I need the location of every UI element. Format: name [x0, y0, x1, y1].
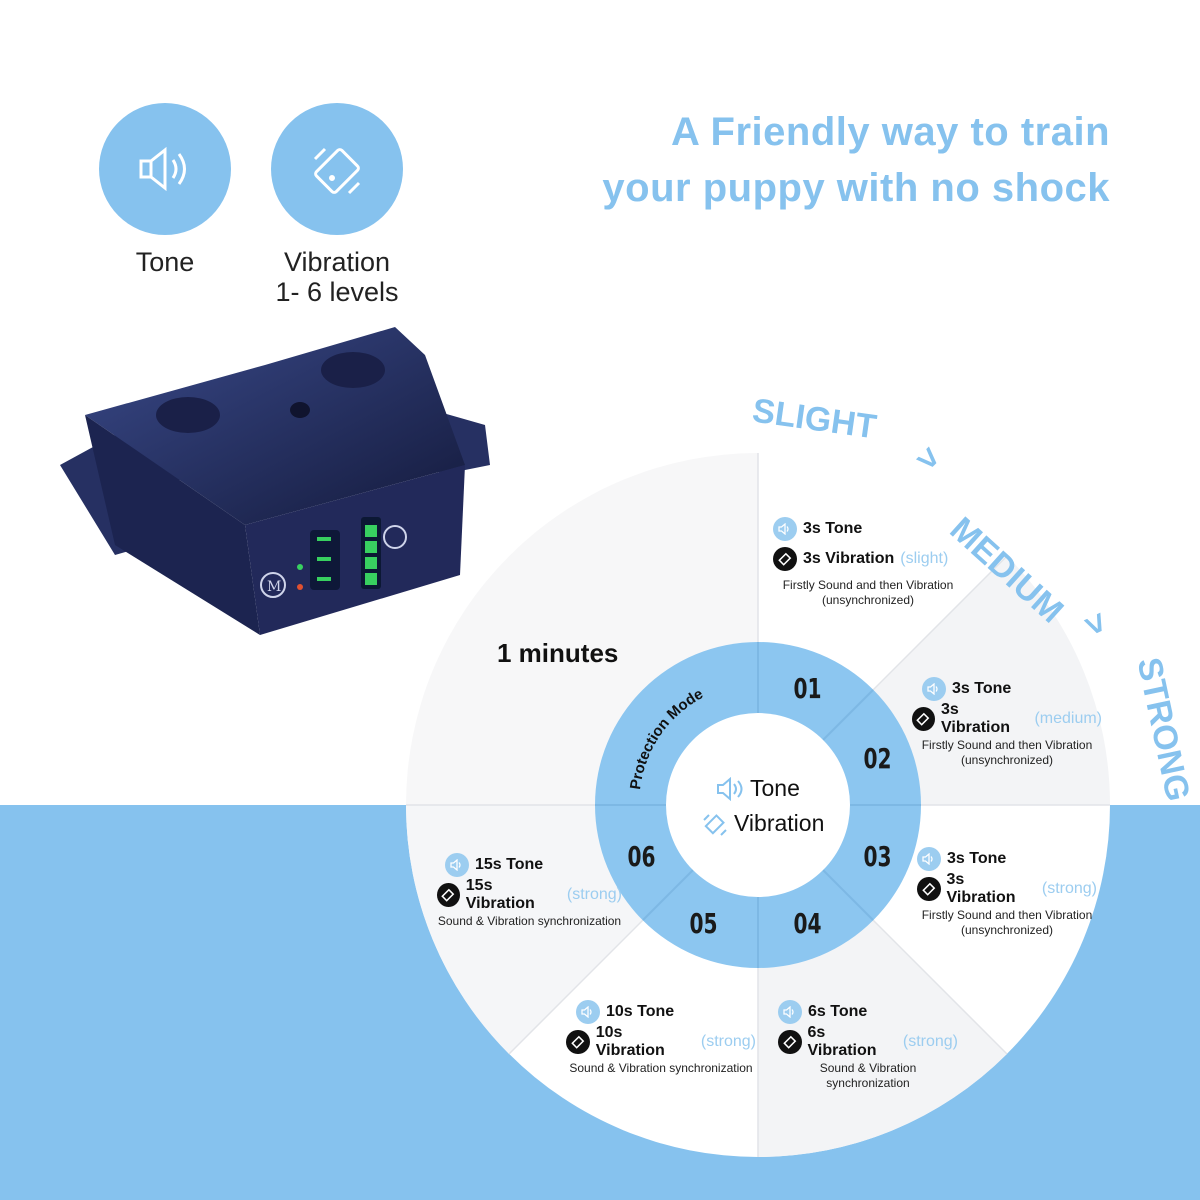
- speaker-icon: [717, 776, 743, 801]
- mode-vibration: 3s Vibration: [940, 701, 1011, 736]
- feature-tone: Tone: [98, 103, 232, 277]
- protection-duration: 1 minutes: [497, 638, 619, 668]
- vibration-icon: [778, 1030, 802, 1054]
- mode-note: Firstly Sound and then Vibration: [782, 578, 954, 592]
- vibration-icon: [271, 103, 403, 235]
- mode-number-04: 04: [793, 907, 822, 940]
- mode-vibration: 6s Vibration: [807, 1024, 877, 1059]
- mode-note-sub: (unsynchronized): [821, 593, 915, 607]
- speaker-icon: [99, 103, 231, 235]
- mode-level: (slight): [900, 550, 949, 567]
- mode-number-02: 02: [863, 742, 892, 775]
- mode-number-01: 01: [793, 672, 822, 705]
- mode-tone: 3s Tone: [803, 520, 863, 537]
- speaker-icon: [445, 853, 469, 877]
- mode-level: (strong): [700, 1033, 756, 1050]
- vibration-icon: [437, 883, 460, 907]
- mode-03-details: 3s Tone 3s Vibration (strong) Firstly Sou…: [917, 844, 1097, 938]
- mode-note-sub: (unsynchronized): [960, 753, 1054, 767]
- mode-note: Firstly Sound and then Vibration: [921, 738, 1093, 752]
- headline: A Friendly way to train your puppy with …: [602, 104, 1110, 216]
- feature-vibration-levels: 1- 6 levels: [275, 277, 399, 307]
- mode-01-details: 3s Tone 3s Vibration (slight) Firstly Sou…: [773, 514, 963, 608]
- speaker-icon: [778, 1000, 802, 1024]
- mode-vibration: 3s Vibration: [803, 550, 895, 567]
- mode-note: Sound & Vibration synchronization: [819, 1061, 917, 1090]
- mode-tone: 3s Tone: [947, 850, 1007, 867]
- headline-line-1: A Friendly way to train: [671, 110, 1110, 154]
- speaker-icon: [773, 517, 797, 541]
- mode-02-details: 3s Tone 3s Vibration (medium) Firstly Sou…: [912, 674, 1102, 768]
- feature-vibration: Vibration 1- 6 levels: [262, 103, 412, 307]
- mode-note: Sound & Vibration synchronization: [437, 914, 622, 928]
- mode-number-05: 05: [689, 907, 718, 940]
- feature-tone-label: Tone: [135, 247, 195, 277]
- feature-vibration-label: Vibration: [283, 247, 391, 277]
- center-vibration: Vibration: [702, 810, 824, 837]
- collar-receiver-device: M: [60, 327, 490, 635]
- speaker-icon: [917, 847, 941, 871]
- vibration-icon: [566, 1030, 590, 1054]
- mode-note-sub: (unsynchronized): [960, 923, 1054, 937]
- mode-button-label: M: [267, 579, 281, 595]
- speaker-icon: [576, 1000, 600, 1024]
- speaker-icon: [922, 677, 946, 701]
- mode-level: (strong): [902, 1033, 958, 1050]
- mode-number-06: 06: [627, 840, 656, 873]
- mode-level: (medium): [1034, 710, 1102, 727]
- center-vibration-label: Vibration: [734, 810, 825, 836]
- mode-vibration: 3s Vibration: [946, 871, 1016, 906]
- mode-level: (strong): [1041, 880, 1097, 897]
- mode-tone: 10s Tone: [606, 1003, 675, 1020]
- mode-05-details: 10s Tone 10s Vibration (strong) Sound & V…: [566, 997, 756, 1076]
- mode-tone: 3s Tone: [952, 680, 1012, 697]
- mode-06-details: 15s Tone 15s Vibration (strong) Sound & V…: [437, 850, 622, 929]
- mode-note: Firstly Sound and then Vibration: [921, 908, 1093, 922]
- vibration-icon: [703, 813, 727, 836]
- center-tone: Tone: [716, 775, 800, 802]
- vibration-icon: [912, 707, 935, 731]
- mode-04-details: 6s Tone 6s Vibration (strong) Sound & Vib…: [778, 997, 958, 1091]
- headline-line-2: your puppy with no shock: [602, 166, 1110, 210]
- mode-vibration: 15s Vibration: [465, 877, 535, 912]
- center-tone-label: Tone: [750, 775, 800, 801]
- vibration-icon: [917, 877, 941, 901]
- mode-tone: 15s Tone: [475, 856, 544, 873]
- mode-number-03: 03: [863, 840, 892, 873]
- mode-tone: 6s Tone: [808, 1003, 868, 1020]
- mode-level: (strong): [566, 886, 622, 903]
- mode-vibration: 10s Vibration: [595, 1024, 665, 1059]
- mode-note: Sound & Vibration synchronization: [569, 1061, 753, 1075]
- vibration-icon: [773, 547, 797, 571]
